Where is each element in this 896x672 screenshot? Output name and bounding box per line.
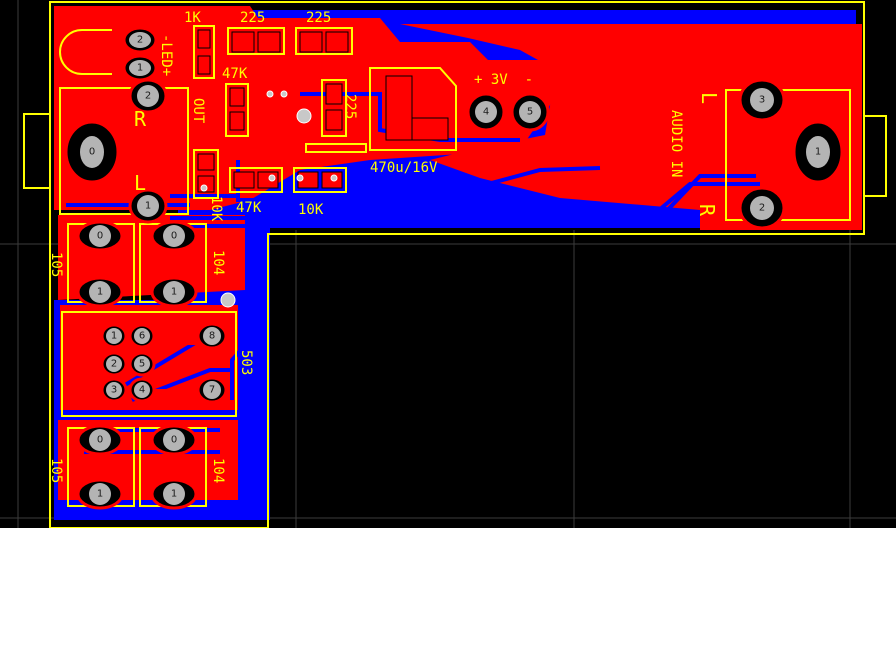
pcb-canvas: 2 1 2 0 1 0 1 0 1 1 2 3 4 5 6 7 8 0 1 0 … (0, 0, 896, 528)
smd-pads (197, 29, 449, 193)
pad-ic-7: 7 (209, 385, 215, 396)
label-1k: 1K (184, 10, 201, 26)
pad-ic-1: 1 (111, 331, 117, 342)
pad-c105b-0: 0 (97, 435, 103, 446)
pad-centres (80, 32, 830, 505)
audio-in-jack-outline (725, 89, 851, 221)
pad-ic-6: 6 (139, 331, 145, 342)
pcb-layout: 2 1 2 0 1 0 1 0 1 1 2 3 4 5 6 7 8 0 1 0 … (0, 0, 896, 528)
label-in-l: L (697, 92, 721, 104)
empty-area (0, 528, 896, 672)
pad-ic-2: 2 (111, 359, 117, 370)
pad-in-jack-1: 1 (815, 147, 821, 158)
pad-c105b-1: 1 (97, 489, 103, 500)
smd-chip (257, 64, 295, 140)
label-105-a: 105 (48, 252, 64, 277)
pad-ic-5: 5 (139, 359, 145, 370)
pad-c104a-1: 1 (171, 287, 177, 298)
label-225-c: 225 (342, 94, 358, 119)
label-104-b: 104 (210, 458, 226, 483)
pad-out-jack-2: 2 (145, 91, 151, 102)
label-audio-in: AUDIO IN (668, 110, 684, 177)
led-outline (59, 29, 112, 75)
label-470u: 470u/16V (370, 160, 438, 176)
c-225-b-outline (295, 27, 353, 55)
label-out: OUT (190, 98, 206, 124)
label-10k-a: 10K (208, 196, 224, 222)
label-led: -LED+ (158, 34, 174, 76)
label-47k-a: 47K (222, 66, 248, 82)
label-225-b: 225 (306, 10, 331, 26)
r-47k-v-outline (225, 83, 249, 137)
pad-numbers: 2 1 2 0 1 0 1 0 1 1 2 3 4 5 6 7 8 0 1 0 … (89, 35, 821, 500)
pad-power-4: 4 (483, 107, 489, 118)
c-225-c-outline (321, 79, 347, 137)
label-power: + 3V - (474, 72, 533, 88)
r-10k-h-outline (293, 167, 347, 193)
label-225-a: 225 (240, 10, 265, 26)
pad-ic-3: 3 (111, 385, 117, 396)
pad-led-1: 1 (137, 63, 143, 74)
label-503: 503 (238, 350, 254, 375)
pad-out-jack-1: 1 (145, 201, 151, 212)
ic-503-outline (61, 311, 237, 417)
r-1k-outline (193, 25, 215, 79)
pad-ic-4: 4 (139, 385, 145, 396)
out-jack-outline (59, 87, 189, 215)
label-105-b: 105 (48, 458, 64, 483)
pad-out-jack-0: 0 (89, 147, 95, 158)
label-47k-b: 47K (236, 200, 262, 216)
pad-c104a-0: 0 (171, 231, 177, 242)
pad-c105a-1: 1 (97, 287, 103, 298)
label-out-r: R (134, 107, 147, 131)
vias (200, 90, 338, 308)
pad-c105a-0: 0 (97, 231, 103, 242)
pad-c104b-1: 1 (171, 489, 177, 500)
r-47k-h-outline (229, 167, 283, 193)
pad-in-jack-2: 2 (759, 203, 765, 214)
pad-ic-8: 8 (209, 331, 215, 342)
label-out-l: L (134, 171, 146, 195)
c-225-a-outline (227, 27, 285, 55)
pad-c104b-0: 0 (171, 435, 177, 446)
label-10k-b: 10K (298, 202, 324, 218)
pad-in-jack-3: 3 (759, 95, 765, 106)
board-outline (23, 1, 887, 528)
silkscreen-labels: 1K 225 225 47K 225 -LED+ OUT R L 10K 47K… (48, 10, 721, 483)
pad-led-2: 2 (137, 35, 143, 46)
label-in-r: R (695, 204, 719, 217)
pad-power-5: 5 (527, 107, 533, 118)
r-10k-v-outline (193, 149, 219, 199)
cap-470u-outline (369, 67, 457, 151)
label-104-a: 104 (210, 250, 226, 275)
